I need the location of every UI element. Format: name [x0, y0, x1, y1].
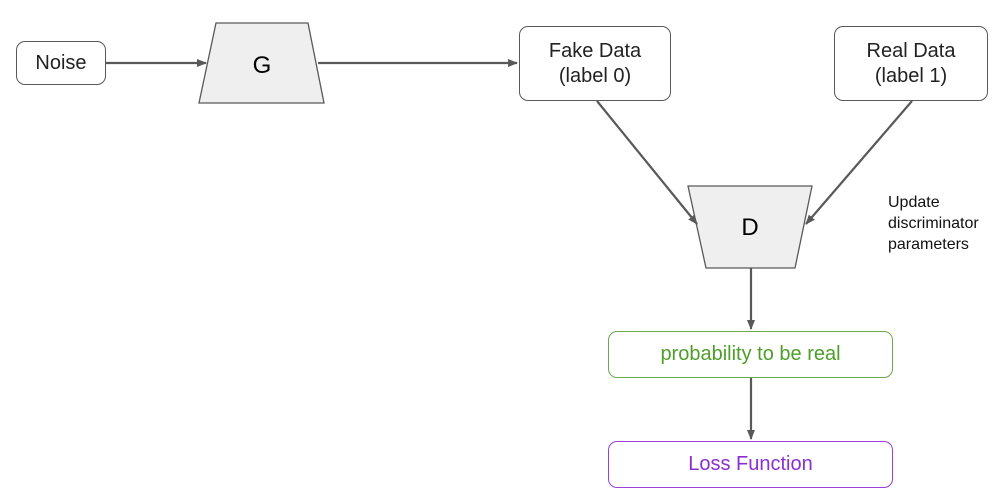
discriminator-shape: [687, 185, 813, 269]
note-line-3: parameters: [888, 235, 969, 253]
loss-function-node: Loss Function: [608, 441, 893, 488]
edge-real-data-to-discriminator: [805, 100, 913, 225]
fake-data-node: Fake Data (label 0): [519, 26, 671, 101]
note-line-2: discriminator: [888, 214, 979, 232]
generator-label: G: [252, 52, 272, 79]
discriminator-label: D: [741, 214, 759, 241]
real-data-label: (label 1): [874, 64, 948, 87]
generator-shape: [198, 22, 325, 104]
fake-data-label: (label 0): [558, 64, 632, 87]
probability-node: probability to be real: [608, 331, 893, 378]
probability-label: probability to be real: [660, 343, 841, 365]
update-discriminator-note: Update discriminator parameters: [888, 193, 1004, 255]
note-line-1: Update: [888, 194, 940, 211]
noise-node: Noise: [16, 41, 106, 85]
loss-function-label: Loss Function: [688, 453, 813, 475]
noise-label: Noise: [35, 51, 87, 74]
edge-fake-data-to-discriminator: [596, 100, 698, 225]
fake-data-title: Fake Data: [548, 39, 642, 62]
real-data-node: Real Data (label 1): [834, 26, 988, 101]
real-data-title: Real Data: [866, 39, 956, 62]
